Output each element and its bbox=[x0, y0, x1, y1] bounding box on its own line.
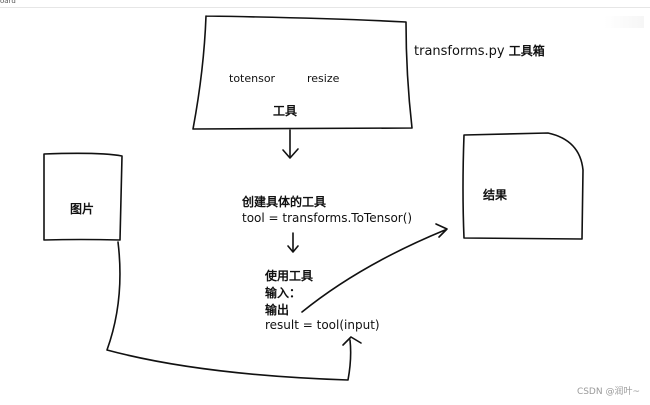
toolbox-item-resize: resize bbox=[307, 72, 340, 85]
toolbox-item-totensor: totensor bbox=[229, 72, 276, 85]
window-top-bar: oard bbox=[0, 0, 650, 8]
arrow-toolbox-down-head bbox=[282, 148, 299, 159]
toolbox-title-suffix: 工具箱 bbox=[508, 44, 545, 58]
toolbox-label: 工具 bbox=[273, 104, 298, 118]
flow-tool-to-result-head bbox=[435, 223, 448, 238]
toolbox-title-file: transforms.py bbox=[414, 44, 505, 59]
create-tool-code: tool = transforms.ToTensor() bbox=[242, 211, 413, 225]
result-label: 结果 bbox=[483, 188, 508, 202]
create-tool-heading: 创建具体的工具 bbox=[242, 195, 327, 209]
image-label: 图片 bbox=[70, 202, 95, 216]
use-tool-input-label: 输入： bbox=[265, 286, 302, 300]
window-top-left-text: oard bbox=[0, 0, 16, 5]
window-top-right-fade bbox=[604, 16, 644, 28]
toolbox-title: transforms.py 工具箱 bbox=[414, 42, 545, 59]
arrow-create-down-head bbox=[287, 245, 299, 253]
flow-image-to-tool bbox=[106, 241, 352, 381]
toolbox-box bbox=[192, 15, 413, 130]
use-tool-code: result = tool(input) bbox=[265, 318, 380, 332]
use-tool-output-label: 输出 bbox=[265, 303, 290, 317]
flow-tool-to-result bbox=[301, 229, 446, 313]
result-box bbox=[462, 132, 584, 240]
image-box bbox=[43, 152, 123, 241]
flow-image-to-tool-head bbox=[342, 336, 362, 346]
use-tool-heading: 使用工具 bbox=[265, 269, 314, 283]
csdn-watermark: CSDN @润叶~ bbox=[576, 387, 640, 397]
